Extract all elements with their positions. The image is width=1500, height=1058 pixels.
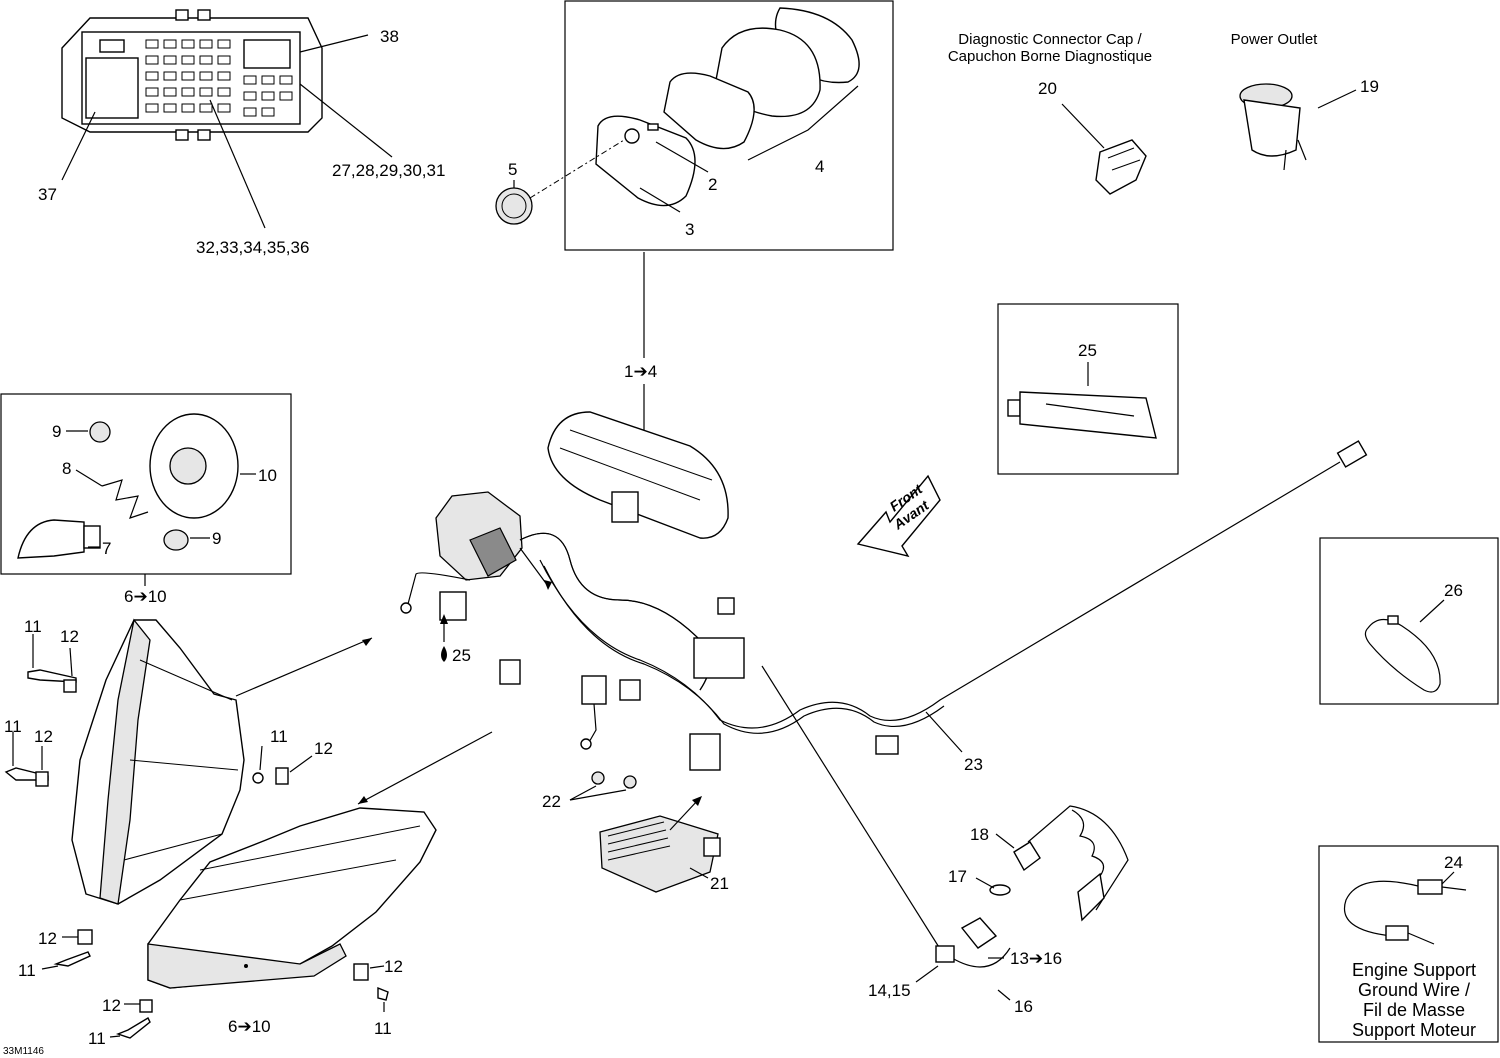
- callout-8: 8: [62, 459, 71, 478]
- ground-wire: [1343, 879, 1467, 945]
- ground-clamp-frame: [1319, 537, 1499, 705]
- callout-4: 4: [815, 157, 824, 176]
- ground-wire-caption-line2: Ground Wire /: [1358, 980, 1470, 1000]
- drawing-id: 33M1146: [3, 1046, 44, 1057]
- callout-22: 22: [542, 792, 561, 811]
- fasteners-left: [4, 669, 289, 787]
- callout-27-31: 27,28,29,30,31: [332, 161, 445, 180]
- callout-16: 16: [1014, 997, 1033, 1016]
- callout-37: 37: [38, 185, 57, 204]
- callout-12b: 12: [34, 727, 53, 746]
- callout-19: 19: [1360, 77, 1379, 96]
- gauge-cluster-assembled: [547, 411, 729, 539]
- callout-12f: 12: [102, 996, 121, 1015]
- voltage-regulator: [591, 771, 721, 893]
- headlight-bulb-parts: [17, 413, 239, 559]
- ground-wire-caption-line1: Engine Support: [1352, 960, 1476, 980]
- tether-key-switch: [935, 805, 1129, 968]
- callout-2: 2: [708, 175, 717, 194]
- right-headlight-housing: [147, 807, 437, 989]
- callout-21: 21: [710, 874, 729, 893]
- callout-10: 10: [258, 466, 277, 485]
- ground-clamp: [1364, 615, 1441, 693]
- callout-11b: 11: [4, 717, 22, 736]
- left-headlight-housing: [71, 618, 245, 905]
- grease-tube-frame: [997, 303, 1179, 475]
- callout-9a: 9: [52, 422, 61, 441]
- ground-wire-caption-line3: Fil de Masse: [1363, 1000, 1465, 1020]
- callout-25-drop: 25: [452, 646, 471, 665]
- diagnostic-cap-caption-line2: Capuchon Borne Diagnostique: [948, 48, 1152, 65]
- ground-wire-frame: [1318, 845, 1499, 1043]
- power-outlet: [1239, 83, 1307, 171]
- callout-9b: 9: [212, 529, 221, 548]
- callout-11c: 11: [270, 727, 288, 746]
- callout-26: 26: [1444, 581, 1463, 600]
- callout-13-16: 13➔16: [1010, 949, 1062, 968]
- fuse-box: [61, 9, 323, 141]
- callout-17: 17: [948, 867, 967, 886]
- callout-11f: 11: [88, 1029, 106, 1048]
- callout-12d: 12: [38, 929, 57, 948]
- callout-6-10a: 6➔10: [124, 587, 167, 606]
- callout-1-4: 1➔4: [624, 362, 657, 381]
- callout-18: 18: [970, 825, 989, 844]
- callout-11e: 11: [374, 1019, 392, 1038]
- callout-12c: 12: [314, 739, 333, 758]
- callout-11a: 11: [24, 617, 42, 636]
- gauge-parts-frame: [564, 0, 894, 251]
- callout-6-10b: 6➔10: [228, 1017, 271, 1036]
- callout-5: 5: [508, 160, 517, 179]
- callout-7: 7: [102, 539, 111, 558]
- callout-32-36: 32,33,34,35,36: [196, 238, 309, 257]
- callout-24: 24: [1444, 853, 1463, 872]
- diagnostic-cap-caption-line1: Diagnostic Connector Cap /: [958, 31, 1142, 48]
- callout-38: 38: [380, 27, 399, 46]
- callout-25-box: 25: [1078, 341, 1097, 360]
- ground-wire-caption-line4: Support Moteur: [1352, 1020, 1476, 1040]
- callout-11d: 11: [18, 961, 36, 980]
- power-outlet-caption: Power Outlet: [1231, 31, 1319, 48]
- grease-tube: [1007, 391, 1157, 439]
- callout-14-15: 14,15: [868, 981, 911, 1000]
- gauge-cluster-exploded: [495, 7, 860, 225]
- callout-23: 23: [964, 755, 983, 774]
- diagnostic-cap: [1095, 139, 1147, 195]
- callout-20: 20: [1038, 79, 1057, 98]
- callout-3: 3: [685, 220, 694, 239]
- headlight-bulb-frame: [0, 393, 292, 575]
- fasteners-bottom: [53, 929, 389, 1039]
- front-direction-arrow: Front Avant: [856, 474, 941, 558]
- callout-12e: 12: [384, 957, 403, 976]
- callout-12a: 12: [60, 627, 79, 646]
- main-wiring-harness: [400, 440, 1368, 771]
